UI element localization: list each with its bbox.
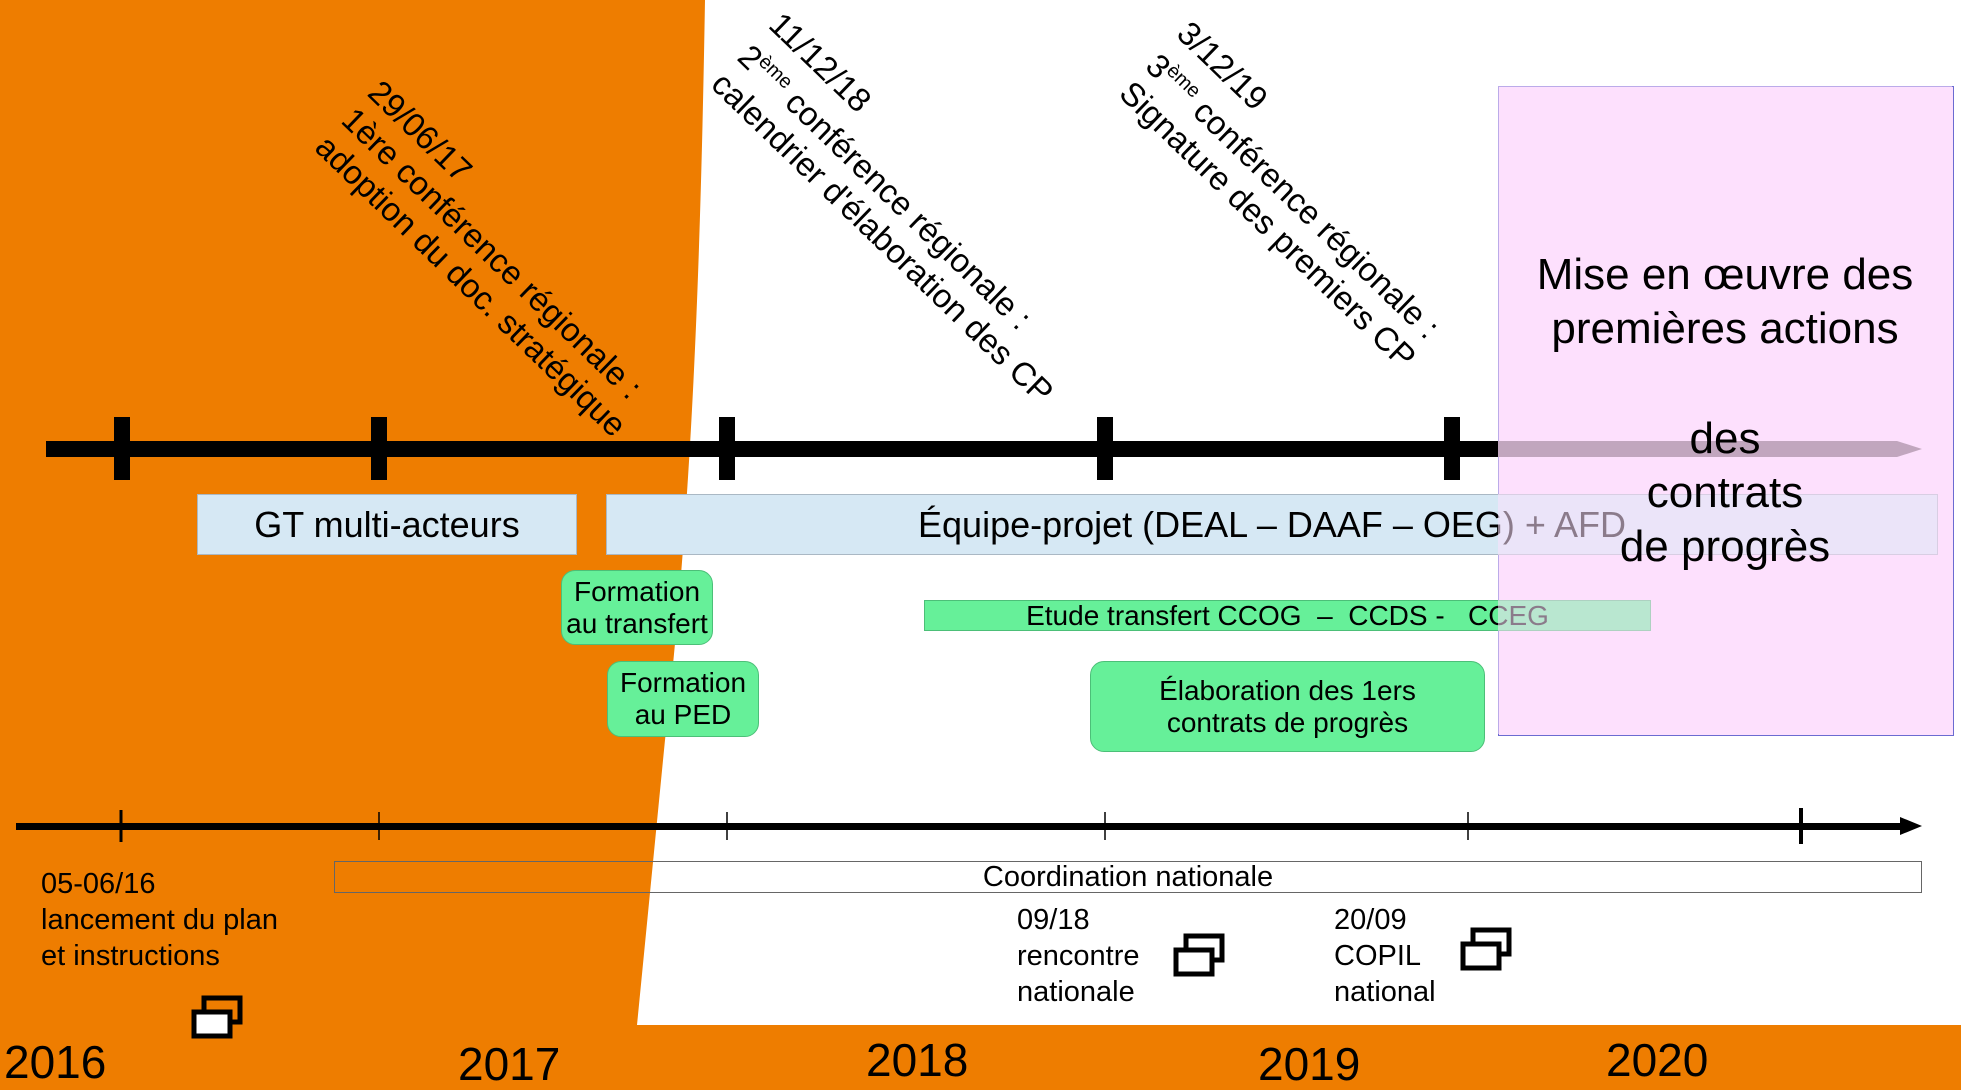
gt-multi-acteurs-bar: GT multi-acteurs bbox=[197, 494, 577, 555]
national-event-launch: 05-06/16 lancement du plan et instructio… bbox=[41, 868, 278, 972]
timeline-tick bbox=[1097, 417, 1113, 480]
meeting-icon bbox=[1460, 927, 1512, 971]
coordination-label: Coordination nationale bbox=[982, 860, 1274, 893]
timeline-tick bbox=[371, 417, 387, 480]
national-event-rencontre: 09/18 rencontre nationale bbox=[1017, 904, 1140, 1008]
gt-label: GT multi-acteurs bbox=[254, 503, 520, 545]
contrats-text: des contrats de progrès bbox=[1619, 414, 1831, 571]
coordination-nationale-bar: Coordination nationale bbox=[334, 861, 1922, 893]
implementation-overlay bbox=[1498, 86, 1952, 734]
national-event-copil: 20/09 COPIL national bbox=[1334, 904, 1436, 1008]
year-label: 2020 bbox=[1606, 1034, 1709, 1086]
timeline-tick bbox=[719, 417, 735, 480]
timeline-tick bbox=[1444, 417, 1460, 480]
mise-en-oeuvre-text: Mise en œuvre des premières actions bbox=[1536, 250, 1914, 353]
timeline-tick bbox=[114, 417, 130, 480]
meeting-icon bbox=[191, 995, 243, 1039]
year-label: 2019 bbox=[1258, 1038, 1361, 1090]
year-label: 2017 bbox=[458, 1038, 561, 1090]
year-label: 2018 bbox=[866, 1034, 969, 1086]
etude-label: Etude transfert CCOG – CCDS - CCEG bbox=[1026, 599, 1549, 631]
meeting-icon bbox=[1173, 933, 1225, 977]
year-label: 2016 bbox=[4, 1036, 107, 1088]
